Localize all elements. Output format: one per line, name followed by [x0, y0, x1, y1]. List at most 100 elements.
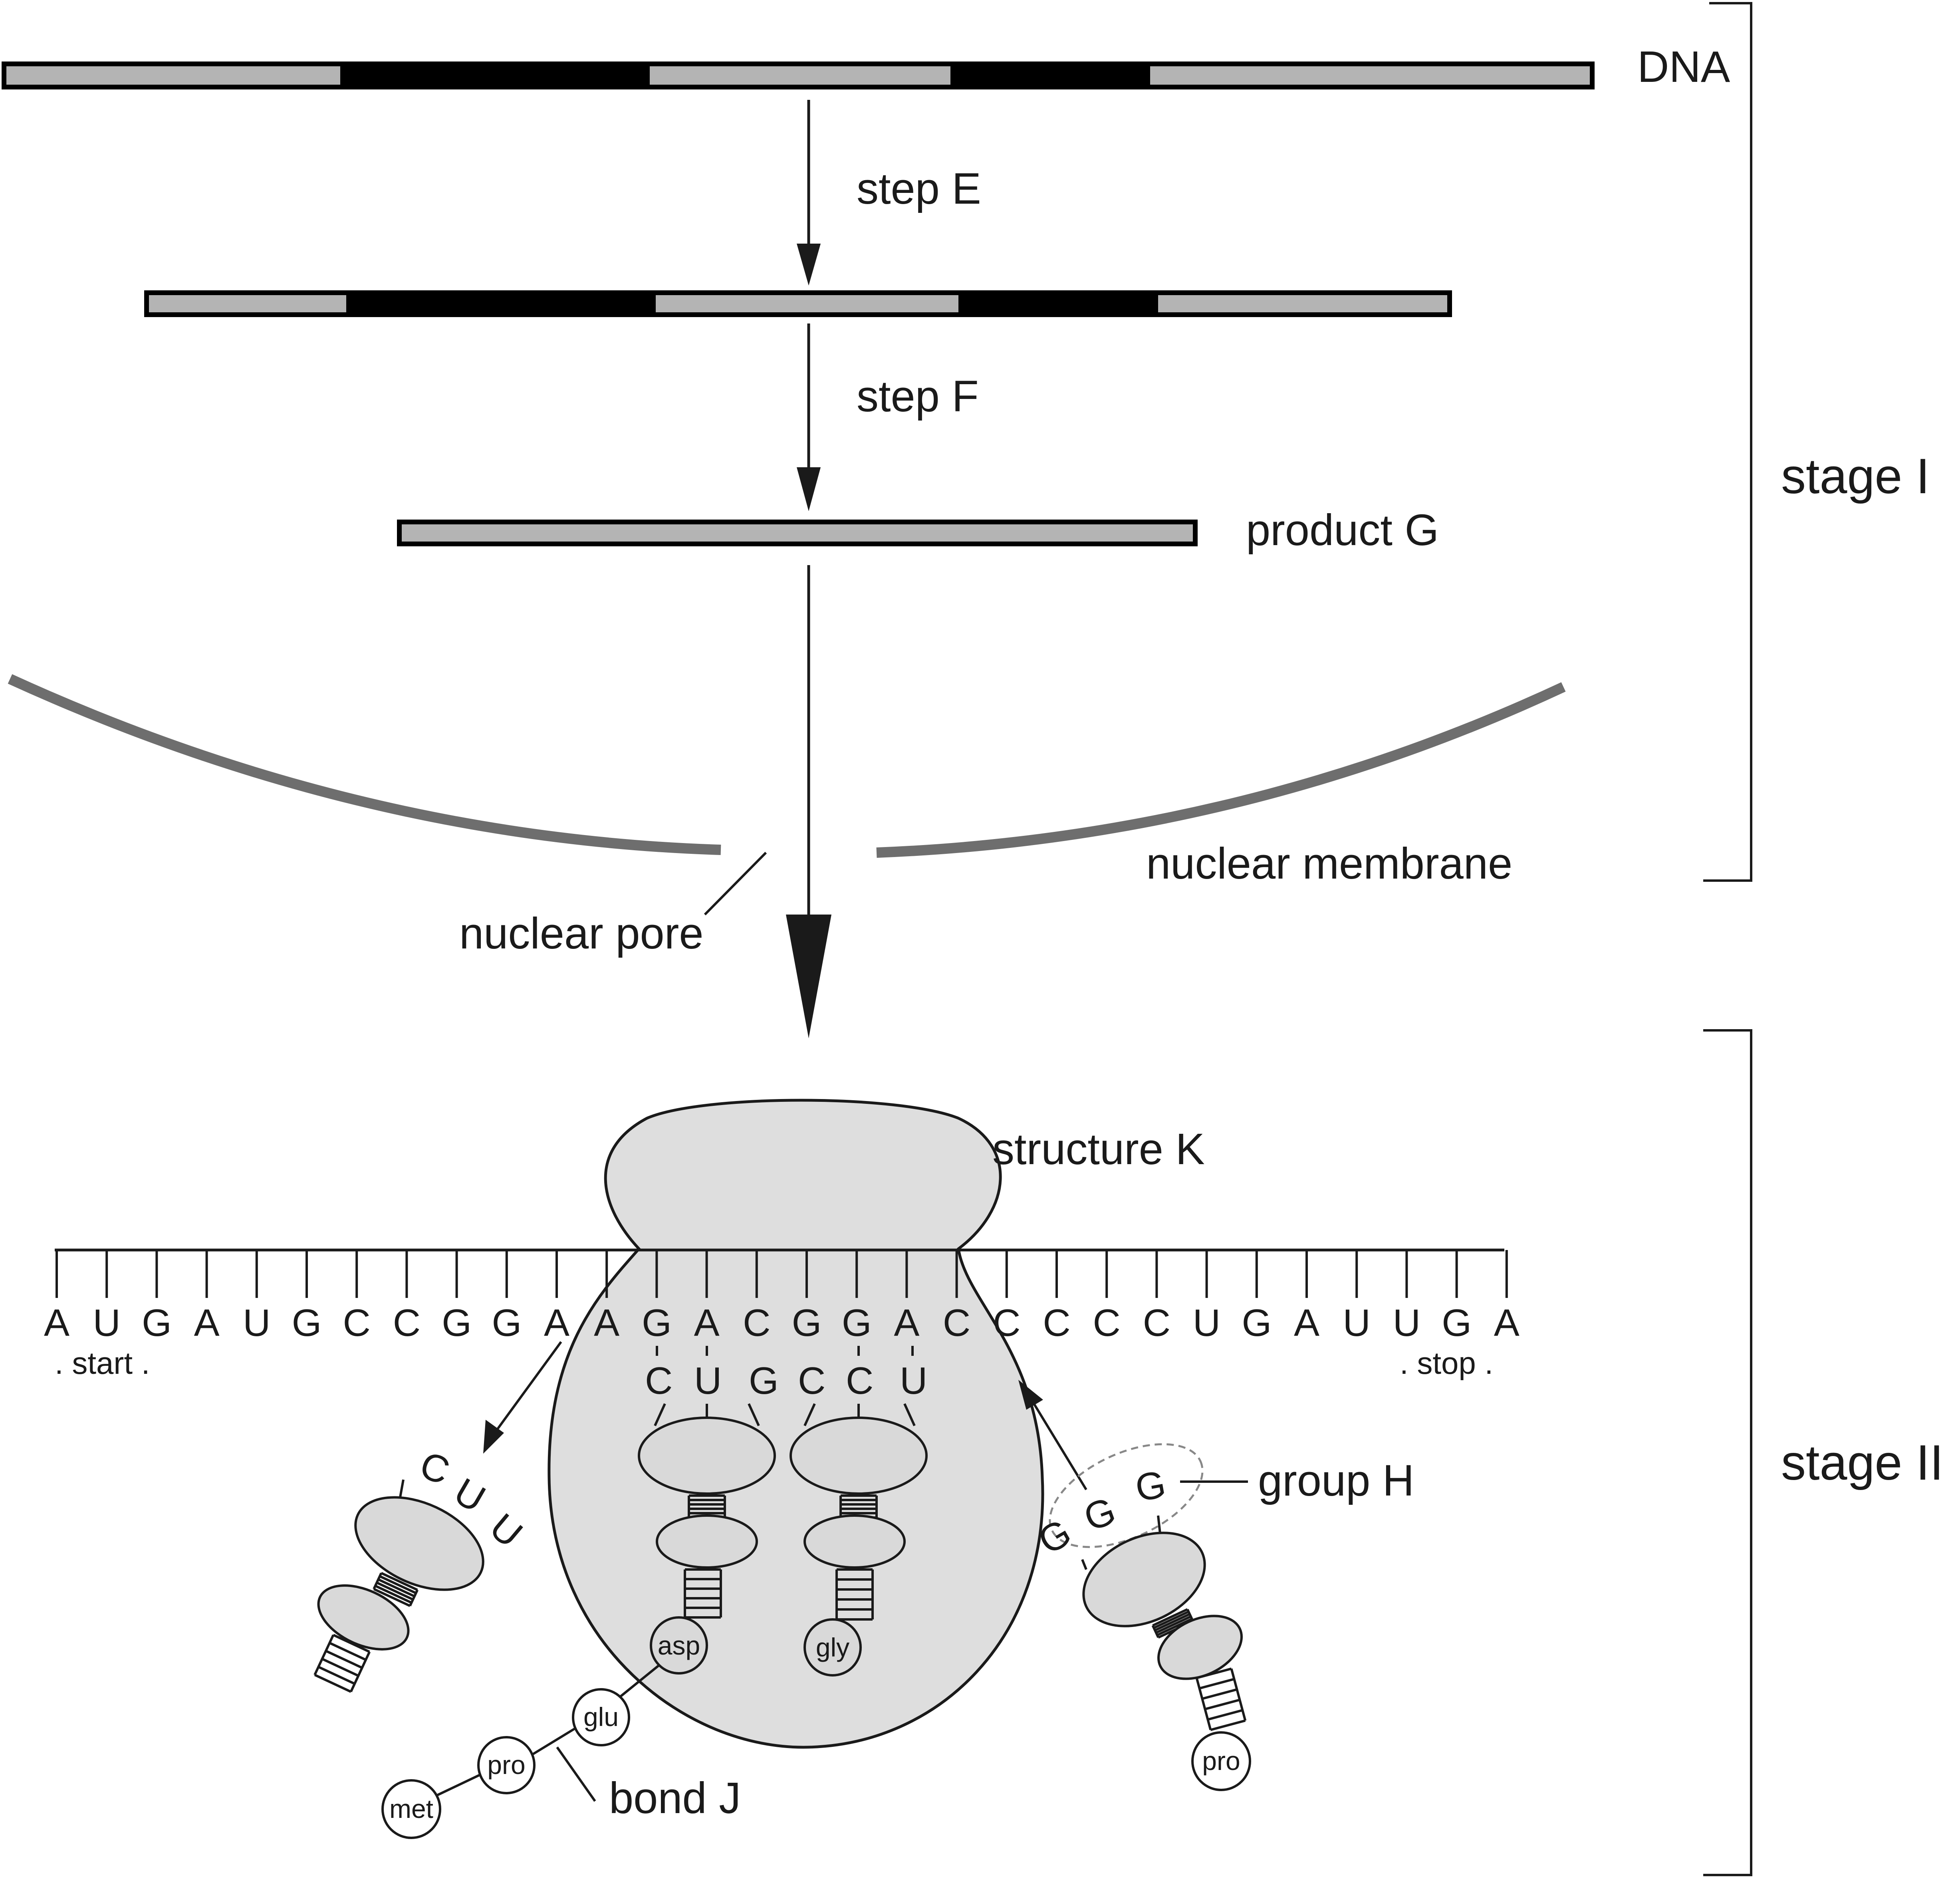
mrna-base: C	[993, 1302, 1020, 1344]
departing-stem-rung	[379, 1575, 417, 1594]
asp-stem-upper	[688, 1494, 726, 1519]
ribosome	[548, 1099, 1044, 1749]
incoming-stem-rung-side	[1195, 1677, 1212, 1730]
mrna-ticks	[56, 1250, 1508, 1298]
gly-anticodon-3: U	[900, 1359, 927, 1402]
nuclear-pore-label: nuclear pore	[459, 909, 704, 958]
departing-stem-rung	[325, 1650, 363, 1669]
pre-mrna-exon-2	[656, 293, 958, 315]
pro-label: pro	[487, 1750, 525, 1780]
asp-anticodon-loop	[638, 1417, 776, 1495]
export-arrow-head	[786, 915, 831, 1038]
incoming-stem-rung	[1153, 1610, 1189, 1629]
step-e-label: step E	[857, 164, 981, 213]
group-h-outline	[1049, 1443, 1204, 1548]
departing-stem-lower	[313, 1634, 371, 1693]
exit-arrow-head	[483, 1420, 504, 1454]
gly-stem-lower	[835, 1568, 874, 1621]
pre-mrna-intron-1	[346, 293, 656, 315]
nuclear-pore-leader	[704, 851, 767, 916]
departing-stem-rung-side	[409, 1589, 419, 1607]
product-g-fill	[399, 522, 1195, 544]
gly-side-loop	[803, 1514, 906, 1569]
bond-glu-pro	[532, 1727, 576, 1755]
dna-intron-2	[950, 64, 1150, 87]
departing-stem-rung	[318, 1666, 355, 1685]
pre-mrna-strand	[144, 290, 1452, 317]
asp-leg-3	[748, 1403, 760, 1427]
incoming-stem-rung-side	[1230, 1668, 1247, 1721]
asp-side-loop	[656, 1514, 758, 1569]
dna-intron-1	[340, 64, 650, 87]
mrna-base: C	[1143, 1302, 1170, 1344]
bond-pro-met	[436, 1774, 480, 1796]
trna-asp: C U G asp	[638, 1346, 779, 1675]
mrna-base: G	[142, 1302, 172, 1344]
asp-stem-lower	[684, 1568, 722, 1619]
entry-arrow-shaft	[1029, 1397, 1087, 1490]
departing-stem-rung	[314, 1674, 351, 1693]
mrna-base: U	[1193, 1302, 1220, 1344]
mrna-base: U	[1393, 1302, 1420, 1344]
incoming-leg-3	[1157, 1515, 1161, 1534]
departing-stem-rung	[376, 1581, 414, 1601]
incoming-leg-1	[1081, 1559, 1087, 1570]
mrna-base: A	[544, 1302, 569, 1344]
departing-stem-rung	[381, 1572, 418, 1591]
departing-stem-rung	[333, 1634, 370, 1653]
bond-j-label: bond J	[609, 1774, 741, 1823]
group-h-label: group H	[1258, 1456, 1414, 1505]
glu-amino-acid	[572, 1688, 630, 1746]
departing-stem-rung-side	[313, 1634, 335, 1676]
met-amino-acid	[381, 1779, 441, 1839]
incoming-anticodon-loop	[1082, 1532, 1206, 1627]
start-codon-label: . start .	[55, 1345, 150, 1381]
mrna-base: A	[594, 1302, 619, 1344]
asp-amino-acid	[650, 1616, 708, 1675]
mrna-base: G	[792, 1302, 822, 1344]
ribosome-body	[548, 1099, 1044, 1749]
departing-anticodon-loop	[354, 1496, 484, 1591]
entry-arrow-head	[1018, 1380, 1043, 1410]
structure-k-label: structure K	[992, 1125, 1205, 1174]
incoming-stem-rung	[1154, 1613, 1190, 1632]
pre-mrna-exon-3	[1158, 293, 1450, 315]
departing-side-loop	[317, 1584, 410, 1651]
product-g-strand	[397, 520, 1198, 546]
stop-codon-label: . stop .	[1400, 1345, 1493, 1381]
dna-label: DNA	[1637, 42, 1730, 91]
nuclear-membrane-right	[876, 682, 1566, 858]
asp-leg-1	[654, 1403, 666, 1427]
departing-stem-rung-side	[373, 1572, 383, 1590]
incoming-anticodon-3: G	[1132, 1462, 1169, 1510]
mrna-base: A	[44, 1302, 69, 1344]
exit-arrow-shaft	[490, 1341, 562, 1439]
mrna-base: C	[743, 1302, 770, 1344]
mrna-base: G	[1242, 1302, 1272, 1344]
mrna-base: A	[894, 1302, 919, 1344]
mrna-base: G	[842, 1302, 872, 1344]
step-e-arrow-head	[797, 244, 821, 286]
peptide-chain: glu pro met	[381, 1664, 660, 1839]
step-f-arrow-head	[797, 467, 821, 511]
dna-strand	[2, 62, 1595, 89]
incoming-stem-rung	[1202, 1688, 1238, 1700]
mrna-base: U	[93, 1302, 121, 1344]
departing-anticodon-3: U	[482, 1505, 531, 1556]
gly-leg-1	[803, 1403, 816, 1427]
trna-gly: C C U gly	[790, 1346, 928, 1677]
bond-j-leader	[556, 1746, 596, 1802]
incoming-stem-rung	[1196, 1667, 1232, 1679]
pre-mrna-exon-1	[147, 293, 346, 315]
nuclear-membrane-label: nuclear membrane	[1146, 839, 1512, 888]
incoming-stem-rung	[1199, 1678, 1235, 1690]
incoming-stem-lower	[1195, 1667, 1247, 1731]
mrna-base: C	[393, 1302, 421, 1344]
incoming-stem-rung	[1152, 1608, 1188, 1627]
incoming-anticodon-2: G	[1079, 1489, 1121, 1540]
departing-stem-rung	[329, 1642, 367, 1661]
nuclear-membrane-left	[8, 674, 721, 855]
gly-anticodon-2: C	[846, 1359, 873, 1402]
